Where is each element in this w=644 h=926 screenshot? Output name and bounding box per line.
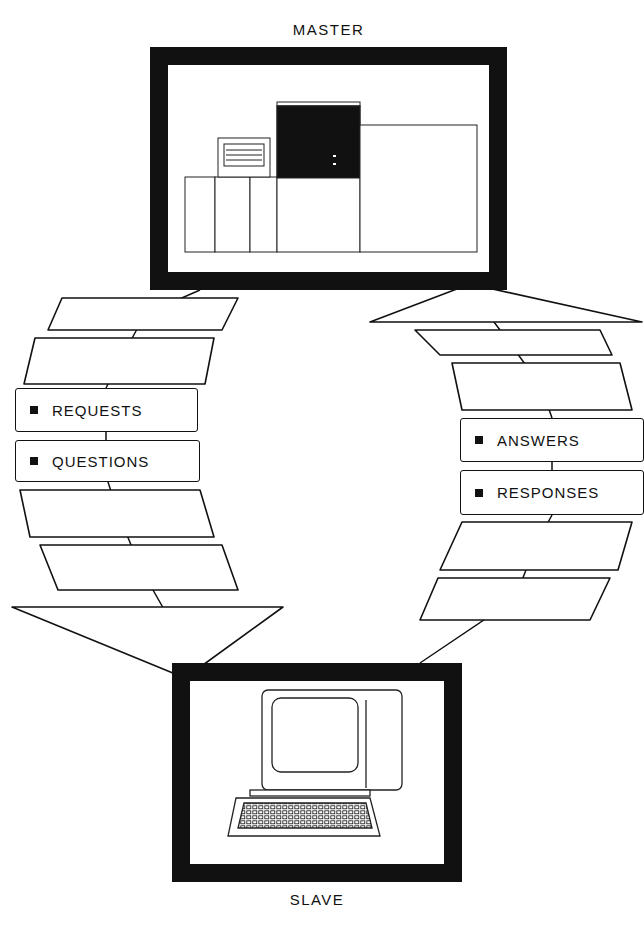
panel-light — [333, 155, 336, 157]
terminal-edge — [365, 700, 366, 788]
cabinet — [360, 125, 477, 252]
band-segment — [24, 338, 214, 384]
band-segment — [415, 330, 612, 355]
node-heading: SLAVE — [170, 891, 464, 908]
band-segment-box: RESPONSES — [460, 470, 644, 515]
segment-label: ANSWERS — [497, 432, 580, 449]
screen-line — [226, 160, 262, 161]
cabinet-top — [277, 102, 360, 106]
terminal-base — [250, 790, 370, 796]
terminal-illustration — [228, 690, 402, 836]
cabinet — [185, 177, 215, 252]
mainframe-illustration — [185, 102, 477, 252]
keyboard-keys — [238, 803, 372, 828]
band-segment — [440, 522, 632, 570]
band-segment — [48, 298, 238, 330]
screen-line — [226, 155, 262, 156]
band-segment-box: ANSWERS — [460, 418, 644, 462]
segment-label: QUESTIONS — [52, 453, 149, 470]
console-screen — [224, 144, 264, 166]
connector-group — [370, 284, 642, 418]
segment-label: REQUESTS — [52, 402, 143, 419]
connector-group — [552, 462, 553, 470]
band-segment — [20, 490, 214, 537]
cabinet — [250, 177, 277, 252]
console-monitor — [218, 138, 270, 177]
slave-box: SLAVE — [172, 663, 462, 882]
band-connector — [551, 462, 553, 470]
panel-light — [333, 163, 336, 165]
master-box: MASTER — [150, 47, 507, 290]
cabinet-panel — [277, 106, 360, 178]
band-segment — [420, 578, 610, 620]
segment-label: RESPONSES — [497, 484, 599, 501]
band-connector — [105, 432, 107, 440]
keyboard — [228, 798, 380, 836]
terminal-body — [262, 690, 402, 790]
bullet-square — [30, 457, 38, 465]
connector-group — [12, 482, 283, 678]
cabinet — [215, 177, 250, 252]
band-segment — [452, 363, 632, 410]
terminal-screen — [272, 698, 358, 772]
connector-group — [106, 432, 107, 440]
band-segment-box: QUESTIONS — [15, 440, 200, 482]
bullet-square — [475, 489, 483, 497]
node-heading: MASTER — [148, 21, 509, 38]
cabinet — [277, 106, 360, 252]
bullet-square — [475, 436, 483, 444]
bullet-square — [30, 406, 38, 414]
screen-line — [226, 150, 262, 151]
band-segment — [40, 545, 238, 590]
band-segment-box: REQUESTS — [15, 388, 198, 432]
